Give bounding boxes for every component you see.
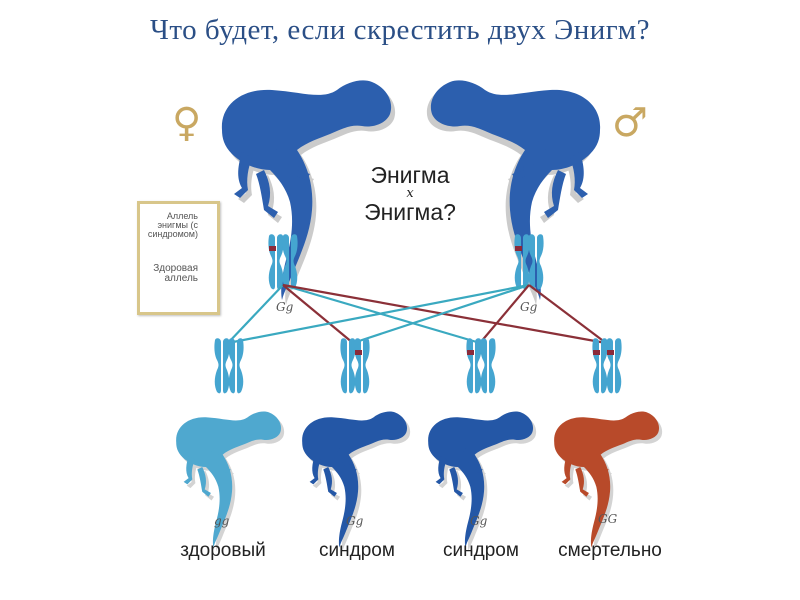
offspring-phenotype-1: здоровый bbox=[180, 540, 266, 561]
legend-healthy-allele-label: Здоровая аллель bbox=[153, 263, 198, 284]
offspring-genotype-4: GG bbox=[598, 512, 618, 526]
male-parent-chromosomes bbox=[514, 234, 544, 290]
allele-legend: Аллель энигмы (с синдромом) Здоровая алл… bbox=[137, 201, 220, 315]
cross-label-x: x bbox=[406, 186, 414, 201]
female-symbol-icon: ♀ bbox=[172, 100, 202, 146]
male-symbol-icon: ♂ bbox=[612, 100, 648, 146]
offspring-genotype-3: Gg bbox=[470, 514, 488, 528]
inheritance-lines bbox=[227, 283, 607, 345]
offspring-genotype-2: Gg bbox=[346, 514, 364, 528]
offspring-gecko-4 bbox=[554, 411, 663, 552]
female-parent-genotype: Gg bbox=[276, 300, 294, 314]
offspring-genotype-1: gg bbox=[214, 514, 230, 528]
page-title: Что будет, если скрестить двух Энигм? bbox=[150, 14, 650, 46]
legend-enigma-allele-label: Аллель энигмы (с синдромом) bbox=[147, 211, 198, 239]
offspring-gecko-1 bbox=[176, 411, 285, 552]
offspring-phenotype-3: синдром bbox=[443, 540, 519, 561]
cross-label: Энигма x Энигма? bbox=[345, 162, 475, 225]
offspring-phenotype-2: синдром bbox=[319, 540, 395, 561]
offspring-phenotype-4: смертельно bbox=[558, 540, 662, 561]
offspring-gecko-4-body bbox=[554, 411, 660, 548]
cross-label-line2: Энигма? bbox=[364, 199, 456, 225]
offspring-gecko-2 bbox=[302, 411, 411, 552]
offspring-gecko-3 bbox=[428, 411, 537, 552]
male-parent-genotype: Gg bbox=[520, 300, 538, 314]
cross-label-line1: Энигма bbox=[370, 162, 450, 188]
female-parent-chromosomes bbox=[268, 234, 298, 290]
offspring-chromosomes bbox=[214, 338, 622, 394]
